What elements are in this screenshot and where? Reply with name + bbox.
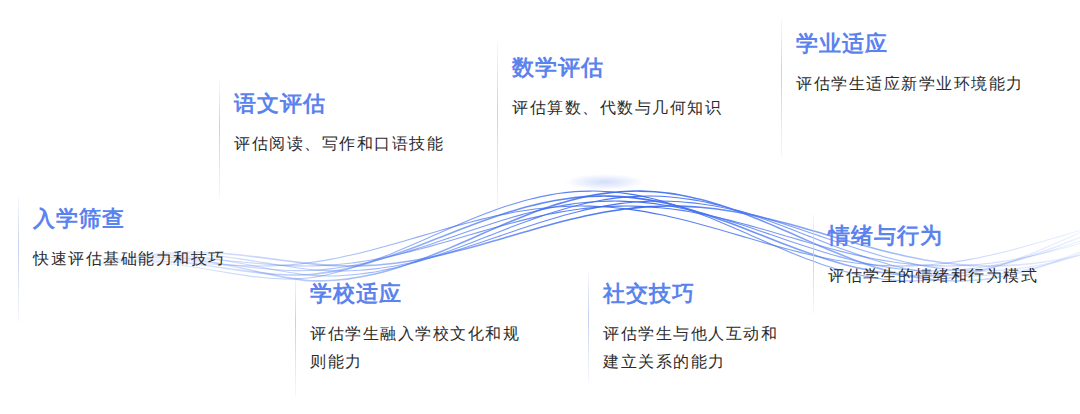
item-description: 评估学生融入学校文化和规则能力 bbox=[310, 320, 527, 376]
divider-line bbox=[497, 42, 498, 212]
item-heading: 学校适应 bbox=[310, 280, 527, 308]
divider-line bbox=[781, 18, 782, 158]
assessment-item: 学业适应评估学生适应新学业环境能力 bbox=[781, 30, 1051, 98]
assessment-item: 入学筛查快速评估基础能力和技巧 bbox=[18, 205, 258, 273]
wave-line bbox=[90, 201, 1080, 271]
assessment-item: 语文评估评估阅读、写作和口语技能 bbox=[219, 90, 479, 158]
divider-line bbox=[588, 272, 589, 382]
item-heading: 语文评估 bbox=[234, 90, 479, 118]
wave-line bbox=[90, 206, 1080, 266]
divider-line bbox=[18, 197, 19, 322]
assessment-item: 情绪与行为评估学生的情绪和行为模式 bbox=[813, 222, 1068, 290]
wave-line bbox=[90, 206, 1080, 266]
item-description: 评估学生与他人互动和建立关系的能力 bbox=[603, 320, 786, 376]
assessment-item: 学校适应评估学生融入学校文化和规则能力 bbox=[295, 280, 527, 376]
wave-line bbox=[90, 206, 1080, 266]
divider-line bbox=[295, 272, 296, 397]
wave-glow bbox=[565, 174, 645, 190]
item-heading: 学业适应 bbox=[796, 30, 1051, 58]
item-description: 评估算数、代数与几何知识 bbox=[512, 94, 757, 122]
item-heading: 数学评估 bbox=[512, 54, 757, 82]
assessment-item: 社交技巧评估学生与他人互动和建立关系的能力 bbox=[588, 280, 786, 376]
item-description: 评估阅读、写作和口语技能 bbox=[234, 130, 479, 158]
item-heading: 情绪与行为 bbox=[828, 222, 1068, 250]
item-heading: 入学筛查 bbox=[33, 205, 258, 233]
assessment-item: 数学评估评估算数、代数与几何知识 bbox=[497, 54, 757, 122]
divider-line bbox=[219, 80, 220, 198]
wave-line bbox=[90, 201, 1080, 271]
item-description: 评估学生适应新学业环境能力 bbox=[796, 70, 1051, 98]
item-heading: 社交技巧 bbox=[603, 280, 786, 308]
item-description: 评估学生的情绪和行为模式 bbox=[828, 262, 1068, 290]
divider-line bbox=[813, 214, 814, 314]
wave-line bbox=[90, 196, 1080, 276]
wave-line bbox=[90, 196, 1080, 276]
item-description: 快速评估基础能力和技巧 bbox=[33, 245, 258, 273]
